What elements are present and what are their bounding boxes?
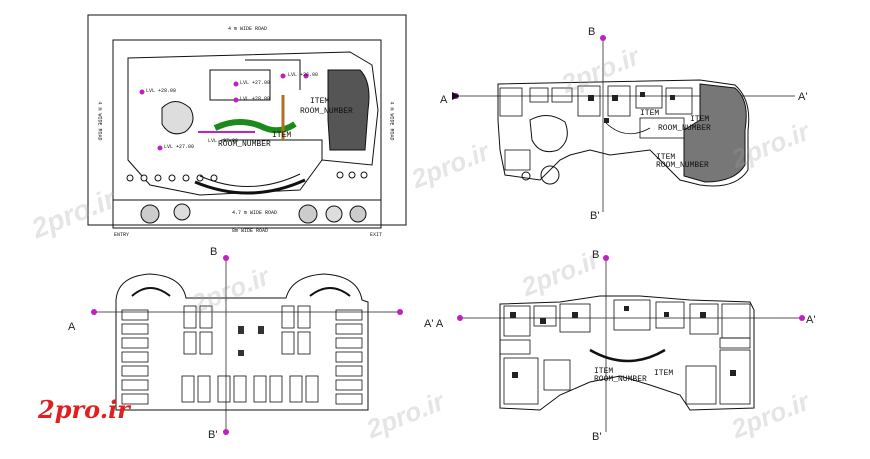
road-top-label: 4 m WIDE ROAD — [228, 26, 268, 32]
item-label: ITEM — [310, 97, 330, 106]
section-marker-a-prime: A' — [798, 91, 808, 103]
ground-section-markers — [453, 35, 606, 99]
site-tree-row — [126, 171, 368, 182]
item-label: ITEM — [690, 115, 710, 124]
level-label: LVL +27.00 — [164, 144, 195, 150]
ground-dense-wing — [683, 83, 747, 183]
basement-parking-plan — [91, 255, 403, 435]
room-number-label: ROOM_NUMBER — [594, 375, 647, 384]
level-label: LVL +26.00 — [288, 72, 319, 78]
section-marker-b-prime: B' — [590, 210, 600, 222]
entry-label: ENTRY — [114, 232, 130, 238]
item-label: ITEM — [654, 369, 674, 378]
road-right-label: 4 m WIDE ROAD — [388, 101, 395, 141]
room-number-label: ROOM_NUMBER — [218, 140, 271, 149]
ground-floor-plan — [452, 35, 795, 212]
site-curved-walkway — [194, 178, 306, 195]
section-marker-b-prime: B' — [208, 429, 218, 441]
first-floor-plan — [457, 255, 805, 432]
road-left-label: 4 m WIDE ROAD — [96, 101, 103, 141]
section-marker-b-prime: B' — [592, 431, 602, 443]
site-garden-blob — [161, 101, 194, 135]
site-plan — [87, 14, 407, 229]
item-label: ITEM — [656, 153, 676, 162]
brand-logo-text: 2pro.ir — [38, 395, 130, 424]
item-label: ITEM — [640, 109, 660, 118]
room-number-label: ROOM_NUMBER — [300, 107, 353, 116]
first-floor-curved-balcony — [589, 348, 666, 363]
room-number-label: ROOM_NUMBER — [658, 124, 711, 133]
level-label: LVL +28.00 — [240, 96, 271, 102]
room-number-label: ROOM_NUMBER — [656, 161, 709, 170]
site-large-trees — [140, 203, 367, 224]
road-bottom-label: 8m WIDE ROAD — [232, 228, 269, 234]
site-lower-strip — [112, 199, 382, 229]
item-label: ITEM — [594, 367, 614, 376]
basement-outline — [115, 273, 369, 411]
level-label: LVL +28.00 — [146, 88, 177, 94]
first-section-markers — [457, 255, 805, 321]
site-outer-frame — [87, 14, 407, 226]
section-marker-b: B — [210, 246, 218, 258]
basement-left-ramp — [131, 287, 171, 297]
exit-label: EXIT — [370, 232, 383, 238]
section-marker-b: B — [588, 26, 596, 38]
basement-section-markers — [91, 255, 403, 435]
site-dense-block — [327, 69, 370, 151]
basement-right-ramp — [309, 287, 351, 297]
level-label: LVL +27.00 — [240, 80, 271, 86]
first-floor-outline — [499, 295, 755, 411]
level-markers — [139, 73, 309, 151]
site-green-band — [213, 119, 297, 134]
item-label: ITEM — [272, 131, 292, 140]
level-label: LVL +27.00 — [208, 138, 239, 144]
section-marker-a-prime: A' — [806, 314, 816, 326]
section-marker-a: A — [68, 321, 76, 333]
parking-stalls — [121, 305, 363, 405]
section-marker-a: A — [440, 94, 448, 106]
section-marker-b: B — [592, 249, 600, 261]
ground-floor-outline — [497, 79, 750, 187]
road-front-label: 4.7 m WIDE ROAD — [232, 210, 278, 216]
section-marker-a-prime-a: A' A — [424, 318, 444, 330]
